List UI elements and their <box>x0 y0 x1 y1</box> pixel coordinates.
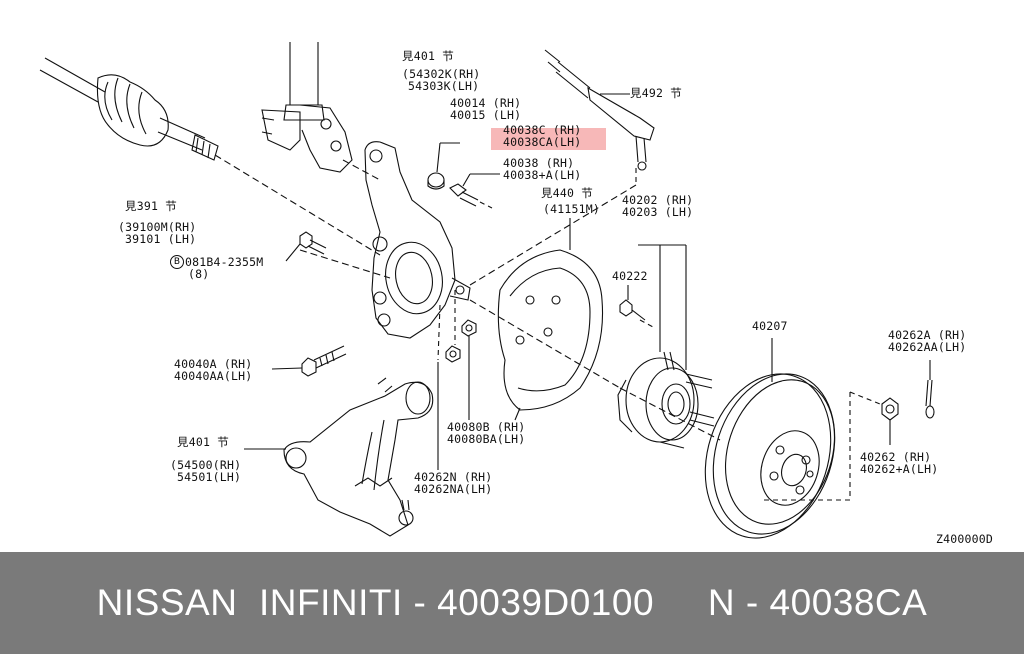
label-lowbolt-lh: 40040AA(LH) <box>174 369 253 383</box>
label-nut2-lh: 40262NA(LH) <box>414 482 493 496</box>
hub-nut <box>881 397 899 421</box>
label-hubnut-rh: 40262 (RH) <box>860 450 932 464</box>
label-nut2-rh: 40262N (RH) <box>414 470 493 484</box>
tie-rod <box>544 49 655 171</box>
label-see401-bottom: 見401 节 <box>177 435 229 449</box>
label-hub-bolt: 40222 <box>612 269 648 283</box>
diagram-code: Z400000D <box>936 532 993 546</box>
label-pin-lh: 40262AA(LH) <box>888 340 967 354</box>
label-plate: (41151M) <box>543 202 600 216</box>
hub-assembly <box>617 299 715 449</box>
label-arm-rh: (54500(RH) <box>170 458 242 472</box>
label-b-bolt: 081B4-2355M <box>185 255 264 269</box>
label-see440: 見440 节 <box>541 186 593 200</box>
b-circle-mark: B <box>170 255 184 269</box>
label-strut-rh: (54302K(RH) <box>402 67 481 81</box>
label-bolt-rh: 40038 (RH) <box>503 156 575 170</box>
label-bush-lh: 40038CA(LH) <box>503 135 582 149</box>
strut <box>261 42 353 173</box>
footer-banner: NISSAN INFINITI - 40039D0100 N - 40038CA <box>0 552 1024 654</box>
footer-part-numbers: NISSAN INFINITI - 40039D0100 N - 40038CA <box>96 582 928 623</box>
label-pin-rh: 40262A (RH) <box>888 328 967 342</box>
drive-shaft <box>39 57 219 161</box>
label-see401-top: 見401 节 <box>402 49 454 63</box>
knuckle-bolt <box>449 183 479 207</box>
lower-bolt <box>301 345 347 377</box>
diagram-drawing <box>39 42 935 539</box>
label-b-bolt-qty: (8) <box>188 267 210 281</box>
label-strut-lh: 54303K(LH) <box>408 79 480 93</box>
label-hub-lh: 40203 (LH) <box>622 205 694 219</box>
label-bolt-lh: 40038+A(LH) <box>503 168 582 182</box>
shaft-dash <box>214 154 381 256</box>
label-knuckle-rh: 40014 (RH) <box>450 96 522 110</box>
bush-part <box>427 172 445 190</box>
parts-diagram: 見401 节 (54302K(RH) 54303K(LH) 40014 (RH)… <box>39 42 993 546</box>
label-see391: 見391 节 <box>125 199 177 213</box>
label-arm-lh: 54501(LH) <box>177 470 242 484</box>
label-knuckle-lh: 40015 (LH) <box>450 108 522 122</box>
highlight-part-40038CA <box>491 128 606 150</box>
nut-40262n <box>445 345 461 363</box>
label-nut-rh: 40080B (RH) <box>447 420 526 434</box>
cotter-pin <box>925 379 935 419</box>
nut-40080 <box>461 319 477 337</box>
label-hubnut-lh: 40262+A(LH) <box>860 462 939 476</box>
brake-rotor <box>704 373 836 539</box>
label-see492: 見492 节 <box>630 86 682 100</box>
label-nut-lh: 40080BA(LH) <box>447 432 526 446</box>
knuckle <box>364 141 471 339</box>
lower-arm <box>283 377 434 537</box>
label-hub-rh: 40202 (RH) <box>622 193 694 207</box>
backing-plate <box>497 249 604 421</box>
label-shaft-lh: 39101 (LH) <box>125 232 197 246</box>
label-shaft-rh: (39100M(RH) <box>118 220 197 234</box>
label-bush-rh: 40038C (RH) <box>503 123 582 137</box>
label-lowbolt-rh: 40040A (RH) <box>174 357 253 371</box>
label-rotor: 40207 <box>752 319 788 333</box>
